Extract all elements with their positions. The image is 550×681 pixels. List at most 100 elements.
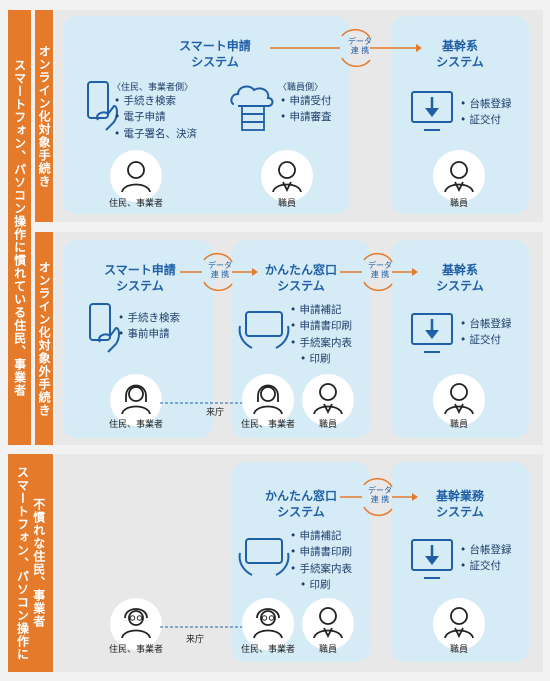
- row2-window-citizen-avatar: [242, 374, 294, 426]
- row1-staff-label: 職員: [277, 199, 296, 209]
- row2-smart-title-line2: システム: [116, 279, 164, 294]
- row3-window-title: かんたん窓口 システム: [248, 488, 354, 520]
- row3-visit-label: 来庁: [185, 635, 204, 645]
- row1-smart-title-line1: スマート申請: [179, 39, 251, 53]
- row1-citizen-list: 手続き検索 電子申請 電子署名、決済: [114, 93, 198, 142]
- row2-window-title: かんたん窓口 システム: [248, 262, 354, 294]
- row1-core-item: 証交付: [460, 112, 512, 128]
- row3-window-item: 手続案内表: [290, 561, 353, 577]
- row1-staff-item: 申請受付: [280, 93, 332, 109]
- row2-core-list: 台帳登録 証交付: [460, 316, 512, 349]
- row3-core-item: 証交付: [460, 558, 512, 574]
- row3-core-title-line1: 基幹業務: [435, 489, 484, 503]
- row3-window-list: 申請補記 申請書印刷 手続案内表 印刷: [290, 528, 353, 593]
- row3-relay-arrow: [340, 477, 418, 517]
- row2-citizen-avatar: [110, 374, 162, 426]
- row2-window-item-cont-text: 印刷: [309, 352, 331, 365]
- staff-person-icon: [272, 161, 302, 193]
- outer-label-inexperienced: スマートフォン、パソコン操作に 不慣れな住民、事業者: [8, 454, 53, 672]
- row2-core-title-line2: システム: [436, 279, 484, 294]
- outer-label-inexperienced-text-1: スマートフォン、パソコン操作に: [15, 465, 30, 661]
- monitor-download-icon: [411, 313, 453, 353]
- row3-citizen-avatar: [110, 598, 162, 650]
- row3-window-item: 申請書印刷: [290, 544, 353, 560]
- inner-label-online-text: オンライン化対象手続き: [37, 44, 52, 188]
- row2-window-item: 申請書印刷: [290, 318, 353, 334]
- row1-core-item: 台帳登録: [460, 96, 512, 112]
- row1-smart-title-line2: システム: [191, 55, 239, 70]
- row1-core-list: 台帳登録 証交付: [460, 96, 512, 129]
- row3-relay-label: データ 連 携: [362, 486, 398, 504]
- monitor-download-icon: [411, 539, 453, 579]
- row2-relay-arrow-2: [340, 252, 418, 292]
- staff-person-icon: [444, 383, 474, 415]
- row1-relay-label-1: データ: [348, 37, 372, 46]
- row3-core-staff-label: 職員: [449, 645, 468, 655]
- row2-citizen-label: 住民、事業者: [108, 420, 163, 430]
- inner-label-offline: オンライン化対象外手続き: [35, 232, 53, 445]
- row1-smart-title: スマート申請 システム: [160, 38, 270, 70]
- inner-label-offline-text: オンライン化対象外手続き: [37, 260, 52, 417]
- row2-core-title: 基幹系 システム: [415, 262, 505, 294]
- row1-core-title-line2: システム: [436, 55, 484, 70]
- row1-staff-note: 〈職員側〉: [278, 83, 324, 93]
- row2-relay-arrow-1: [180, 252, 258, 292]
- row2-relay-label-2: データ 連 携: [362, 261, 398, 279]
- row1-relay-arrow: [270, 28, 422, 68]
- row2-smart-title-line1: スマート申請: [104, 263, 176, 277]
- row1-core-title-line1: 基幹系: [441, 39, 478, 53]
- row2-relay-label-1: データ 連 携: [202, 261, 238, 279]
- row2-smart-list: 手続き検索 事前申請: [118, 310, 181, 343]
- row2-core-item: 台帳登録: [460, 316, 512, 332]
- row2-window-staff-label: 職員: [318, 420, 337, 430]
- row2-relay-label-2a: データ: [368, 261, 392, 270]
- row1-citizen-item: 手続き検索: [114, 93, 197, 109]
- female-person-icon: [121, 384, 151, 415]
- elderly-person-icon: [121, 608, 151, 639]
- row3-core-title-line2: システム: [436, 505, 484, 520]
- row2-core-staff-label: 職員: [449, 420, 468, 430]
- row1-citizen-avatar: [110, 150, 162, 202]
- row1-core-staff-avatar: [433, 150, 485, 202]
- row3-core-item: 台帳登録: [460, 542, 512, 558]
- row3-window-title-line2: システム: [277, 505, 325, 520]
- row1-citizen-item: 電子署名、決済: [114, 126, 198, 142]
- row1-citizen-item: 電子申請: [114, 109, 197, 125]
- row3-window-citizen-label: 住民、事業者: [240, 645, 295, 655]
- row3-relay-label-b: 連 携: [370, 495, 390, 505]
- monitor-download-icon: [411, 91, 453, 131]
- row1-citizen-note: 〈住民、事業者側〉: [112, 83, 194, 93]
- row3-core-list: 台帳登録 証交付: [460, 542, 512, 575]
- row2-smart-item: 手続き検索: [118, 310, 181, 326]
- row3-window-item-cont-text: 印刷: [309, 578, 331, 591]
- tablet-hands-icon: [238, 538, 290, 576]
- row1-citizen-label: 住民、事業者: [108, 199, 163, 209]
- row1-staff-avatar: [261, 150, 313, 202]
- cloud-server-icon: [230, 85, 274, 131]
- row2-smart-title: スマート申請 システム: [90, 262, 190, 294]
- outer-label-inexperienced-text-2: 不慣れな住民、事業者: [31, 498, 46, 628]
- elderly-person-icon: [253, 608, 283, 639]
- outer-label-experienced: スマートフォン、パソコン操作に慣れている住民、事業者: [8, 10, 31, 445]
- row1-staff-item: 申請審査: [280, 109, 332, 125]
- row3-window-item-cont: 印刷: [290, 577, 352, 593]
- tablet-hands-icon: [238, 311, 290, 349]
- row2-window-list: 申請補記 申請書印刷 手続案内表 印刷: [290, 302, 353, 367]
- row1-core-staff-label: 職員: [449, 199, 468, 209]
- row2-window-item: 手続案内表: [290, 335, 353, 351]
- staff-person-icon: [444, 607, 474, 639]
- staff-person-icon: [313, 383, 343, 415]
- row1-core-title: 基幹系 システム: [415, 38, 505, 70]
- row2-smart-item: 事前申請: [118, 326, 180, 342]
- row3-window-staff-label: 職員: [318, 645, 337, 655]
- smartphone-hand-icon: [89, 303, 120, 353]
- outer-label-experienced-text: スマートフォン、パソコン操作に慣れている住民、事業者: [12, 58, 27, 397]
- row2-relay-label-1b: 連 携: [210, 270, 230, 280]
- inner-label-online: オンライン化対象手続き: [35, 10, 53, 222]
- row2-relay-label-1a: データ: [208, 261, 232, 270]
- row3-core-title: 基幹業務 システム: [415, 488, 505, 520]
- row2-core-item: 証交付: [460, 332, 512, 348]
- row3-window-citizen-avatar: [242, 598, 294, 650]
- staff-person-icon: [444, 161, 474, 193]
- row2-window-title-line2: システム: [277, 279, 325, 294]
